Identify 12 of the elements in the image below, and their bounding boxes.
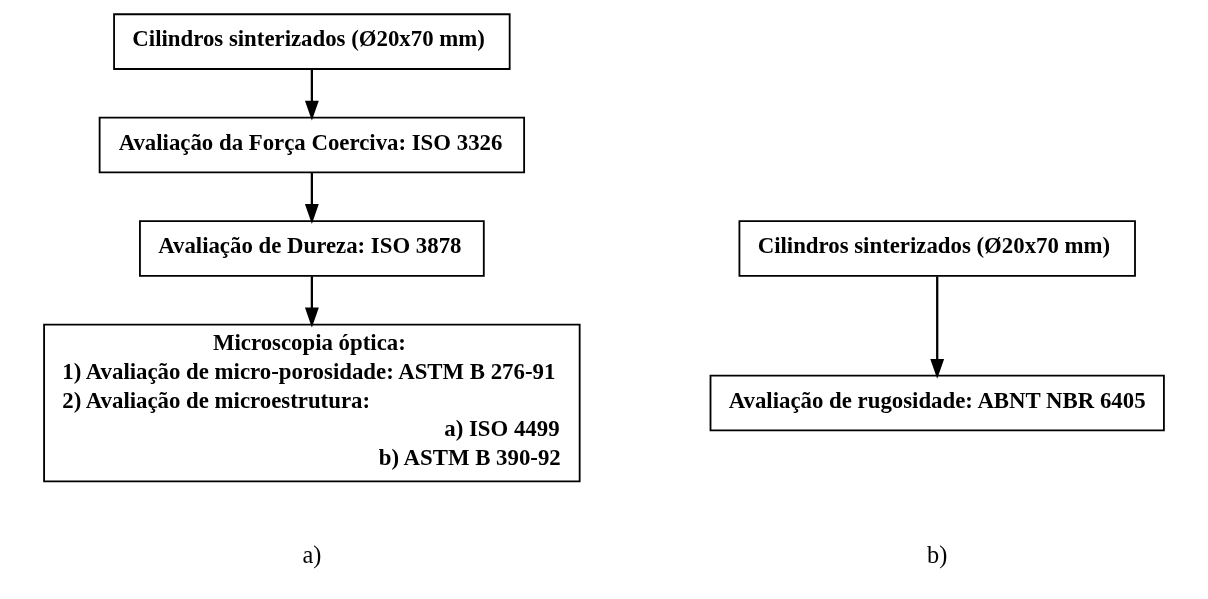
node-box: Microscopia óptica: 1) Avaliação de micro-porosidade: ASTM B 276-91 2) Avaliação de microestrutura: a) ISO 4499 b) ASTM B 390-92	[43, 323, 581, 483]
arrow	[304, 69, 319, 121]
node-box: Avaliação de Dureza: ISO 3878	[139, 220, 485, 277]
node-box: Cilindros sinterizados (Ø20x70 mm)	[113, 13, 511, 70]
node-box: Cilindros sinterizados (Ø20x70 mm)	[738, 220, 1136, 277]
node-box: Avaliação de rugosidade: ABNT NBR 6405	[709, 374, 1165, 432]
label: b)	[927, 541, 948, 569]
node-box: Avaliação da Força Coerciva: ISO 3326	[98, 116, 526, 174]
arrow	[930, 276, 945, 379]
label: a)	[302, 541, 322, 569]
arrow	[304, 172, 319, 224]
arrow	[304, 276, 319, 328]
